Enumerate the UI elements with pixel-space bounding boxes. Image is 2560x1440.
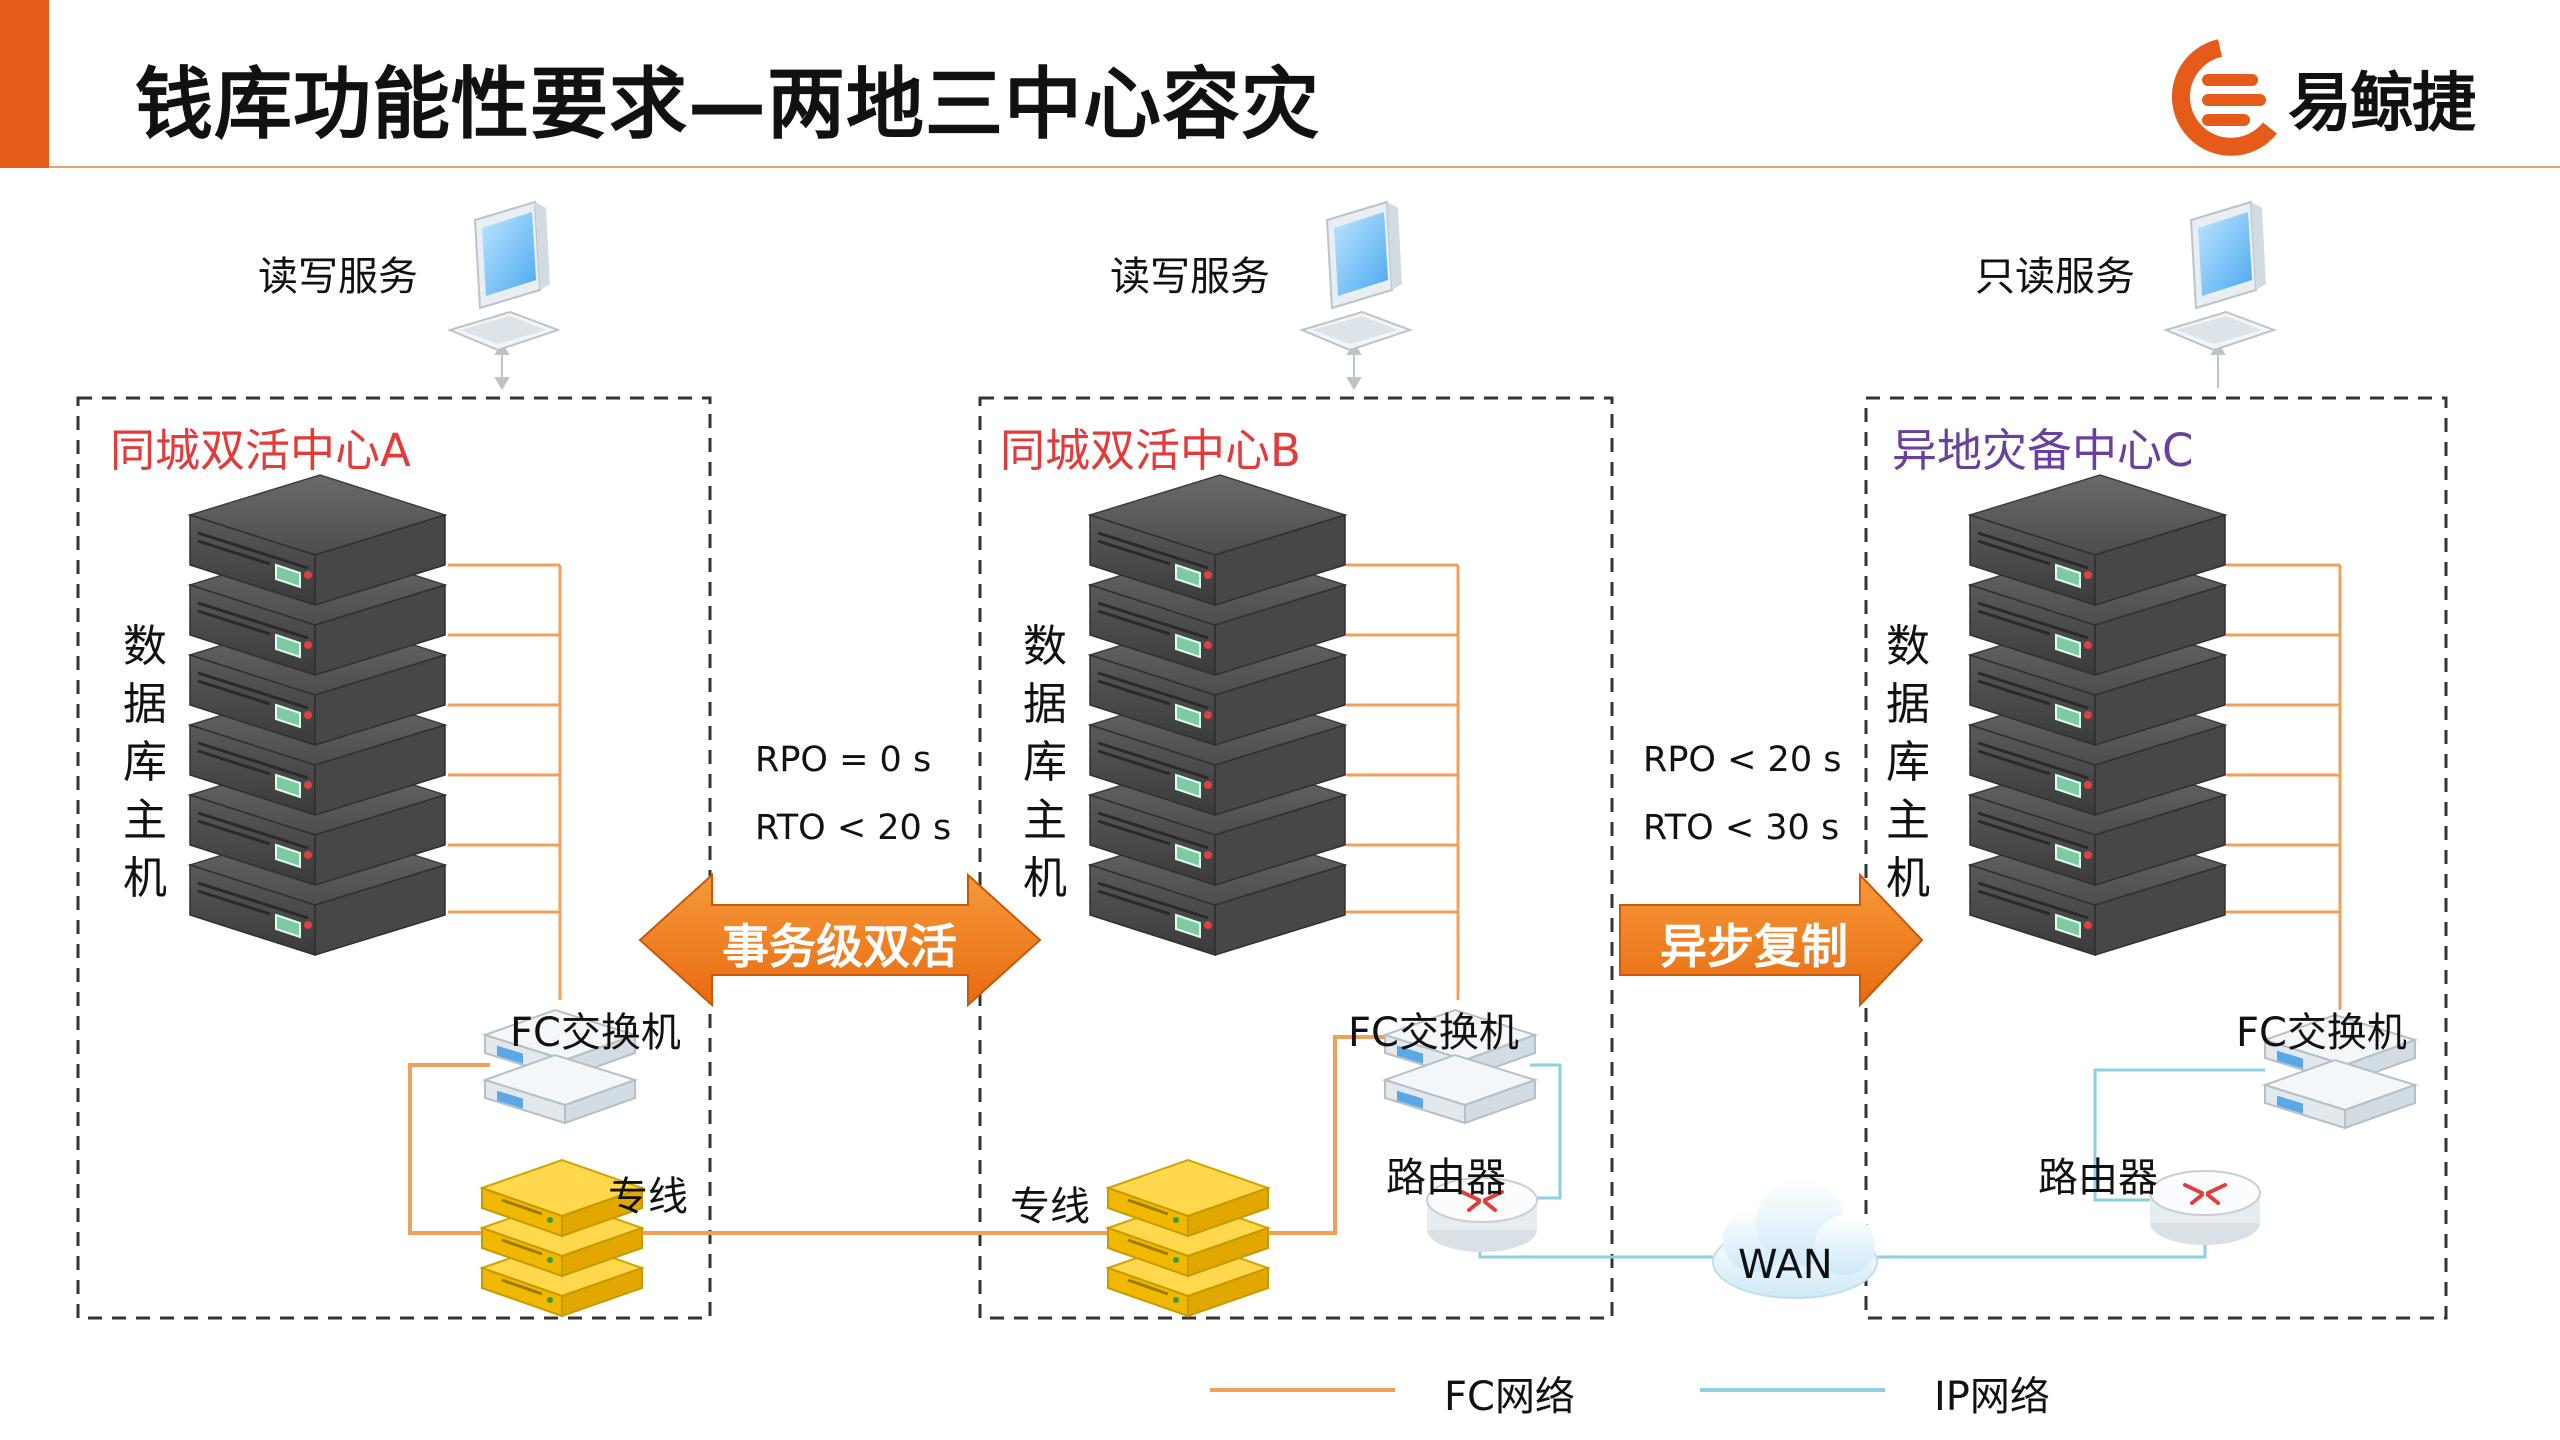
page-title: 钱库功能性要求—两地三中心容灾 (135, 60, 1321, 150)
rto-bc: RTO < 30 s (1643, 808, 1840, 848)
dedicated-line-label-a: 专线 (608, 1174, 688, 1220)
fc-switch-label-a: FC交换机 (510, 1010, 681, 1056)
server-rack-a (188, 473, 447, 957)
accent-bar (0, 0, 49, 168)
center-b-title: 同城双活中心B (1000, 424, 1301, 477)
double-arrow-icon (638, 872, 1042, 1008)
desktop-pc-icon (2165, 201, 2275, 351)
wan-label: WAN (1738, 1242, 1833, 1288)
logo-text: 易鲸捷 (2288, 67, 2476, 141)
router-label-c: 路由器 (2038, 1155, 2158, 1201)
title-divider (49, 166, 2560, 168)
service-label-c: 只读服务 (1975, 254, 2135, 300)
center-a-title: 同城双活中心A (110, 424, 411, 477)
center-b-frame (978, 396, 1614, 1320)
center-c-title: 异地灾备中心C (1892, 424, 2194, 477)
ip-line-c-router (2093, 1068, 2265, 1202)
server-rack-b (1088, 473, 1347, 957)
rto-ab: RTO < 20 s (755, 808, 952, 848)
desktop-pc-icon (449, 201, 559, 351)
fc-ladder-c (2226, 563, 2342, 1010)
ip-line-wan-c (1840, 1228, 2207, 1259)
wan-cloud-icon (1712, 1178, 1878, 1299)
center-c-frame (1864, 396, 2448, 1320)
server-rack-c (1968, 473, 2227, 957)
fc-dedicated-line (408, 1063, 1255, 1235)
fc-ladder-a (448, 563, 562, 1000)
rpo-ab: RPO = 0 s (755, 740, 932, 780)
right-arrow-icon (1619, 872, 1924, 1008)
fc-line-b-switch (1255, 1035, 1395, 1235)
router-icon (2148, 1169, 2262, 1247)
ip-line-b-router (1520, 1063, 1562, 1200)
db-host-label-b: 数据库主机 (1023, 621, 1067, 904)
legend-fc-label: FC网络 (1444, 1374, 1575, 1420)
fc-switch-label-c: FC交换机 (2236, 1010, 2407, 1056)
center-a-frame (76, 396, 712, 1320)
router-label-b: 路由器 (1386, 1155, 1506, 1201)
dedicated-line-device-b (1106, 1158, 1270, 1318)
legend-ip-label: IP网络 (1934, 1374, 2050, 1420)
rpo-bc: RPO < 20 s (1643, 740, 1842, 780)
link-label-bc: 异步复制 (1660, 920, 1848, 975)
link-label-ab: 事务级双活 (722, 920, 957, 975)
db-host-label-a: 数据库主机 (123, 621, 167, 904)
fc-ladder-b (1346, 563, 1460, 1000)
dedicated-line-label-b: 专线 (1010, 1184, 1090, 1230)
desktop-pc-icon (1301, 201, 1411, 351)
service-label-b: 读写服务 (1110, 254, 1270, 300)
fc-switch-label-b: FC交换机 (1348, 1010, 1519, 1056)
service-label-a: 读写服务 (258, 254, 418, 300)
db-host-label-c: 数据库主机 (1886, 621, 1930, 904)
logo-icon (2171, 39, 2278, 156)
